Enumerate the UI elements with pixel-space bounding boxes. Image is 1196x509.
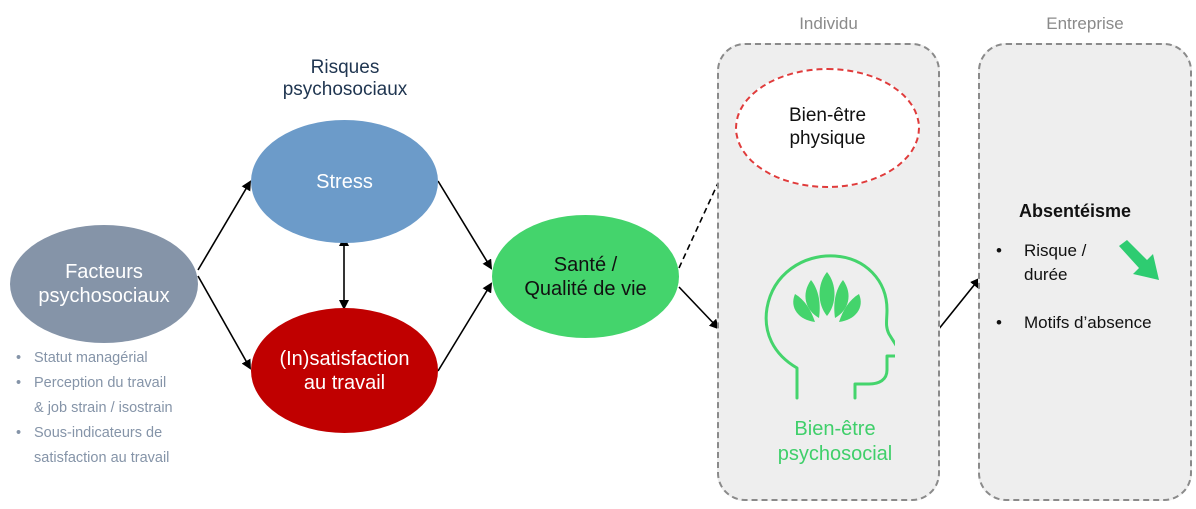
arrow-dissatisfaction-to-health (437, 282, 493, 372)
absenteeism-list: Risque / durée Motifs d’absence (996, 239, 1194, 335)
arrow-individual-to-company (937, 277, 981, 331)
factors-detail-list: Statut managérial Perception du travail … (10, 346, 173, 471)
absenteeism-item-reasons: Motifs d’absence (996, 311, 1194, 335)
arrow-health-to-psychosocial (678, 286, 720, 330)
head-lotus-icon (764, 254, 895, 400)
factors-node: Facteurs psychosociaux (10, 225, 198, 343)
arrow-down-right-icon (1119, 240, 1159, 280)
stress-node: Stress (251, 120, 438, 243)
health-node: Santé / Qualité de vie (492, 215, 679, 338)
dissatisfaction-node: (In)satisfaction au travail (251, 308, 438, 433)
arrow-factors-to-stress (197, 180, 252, 271)
absenteeism-title: Absentéisme (1019, 201, 1132, 221)
physical-wellbeing-node: Bien-être physique (735, 68, 920, 188)
psychosocial-wellbeing-label: Bien-être psychosocial (777, 418, 893, 465)
absenteeism-item-risk: Risque / durée (996, 239, 1194, 287)
factor-detail-item: Perception du travail & job strain / iso… (10, 371, 173, 421)
arrow-factors-to-dissatisfaction (197, 275, 251, 370)
arrow-stress-to-health (437, 180, 493, 270)
company-group-title: Entreprise (1046, 14, 1124, 33)
factor-detail-item: Sous-indicateurs de satisfaction au trav… (10, 421, 173, 471)
factor-detail-item: Statut managérial (10, 346, 173, 371)
individual-group-title: Individu (799, 14, 858, 33)
risks-heading: Risques psychosociaux (282, 57, 408, 100)
